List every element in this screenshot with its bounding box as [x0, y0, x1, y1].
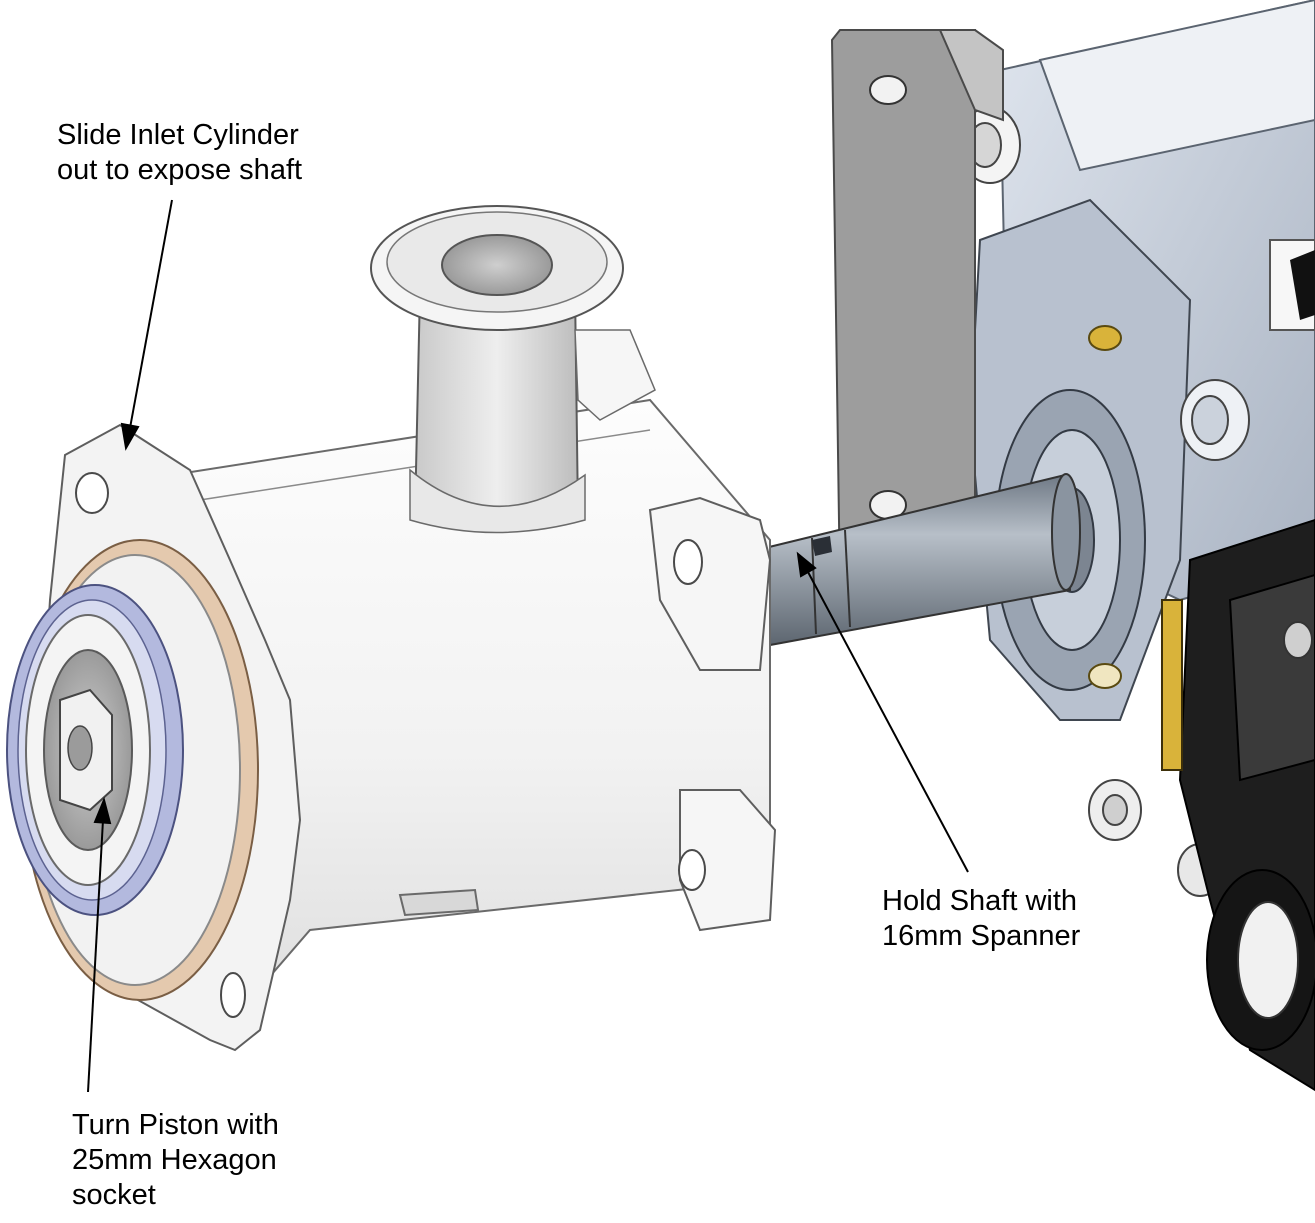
leader-arrow-turn-piston [87, 796, 112, 1093]
mounting-bracket [830, 29, 1004, 602]
callout-turn-piston: Turn Piston with 25mm Hexagon socket [72, 1109, 279, 1211]
leader-arrow-slide-inlet [120, 199, 173, 451]
callout-hold-shaft: Hold Shaft with 16mm Spanner [882, 885, 1081, 952]
callout-slide-inlet: Slide Inlet Cylinder out to expose shaft [57, 119, 303, 186]
cap-screw [1088, 779, 1142, 841]
leader-arrow-hold-shaft [796, 551, 969, 873]
callout-leaders [87, 199, 969, 1093]
cap-screw [1180, 379, 1250, 461]
inlet-cylinder [6, 205, 777, 1052]
pump-shaft [763, 473, 1081, 647]
